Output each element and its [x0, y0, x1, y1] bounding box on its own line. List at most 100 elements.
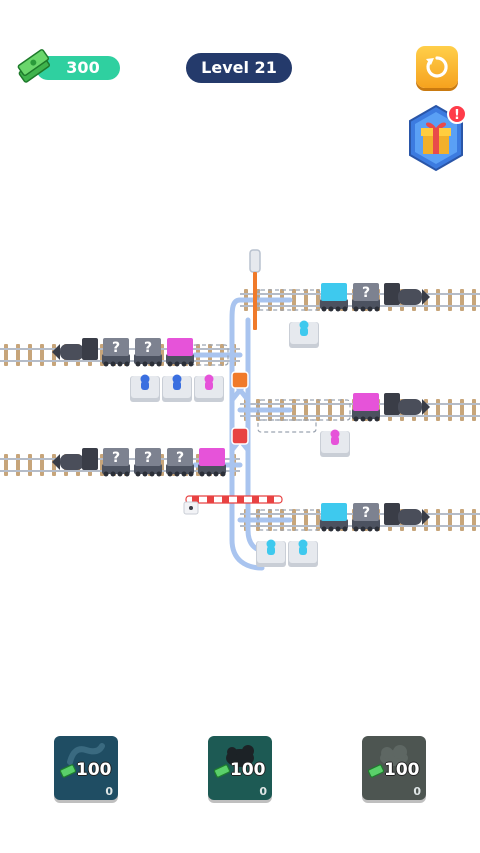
train-engine[interactable] — [384, 283, 430, 305]
signal-post — [249, 249, 261, 273]
cash-pill — [36, 56, 120, 80]
cash-counter: 300 — [12, 47, 120, 87]
train-engine[interactable] — [384, 503, 430, 525]
passenger-body[interactable] — [173, 381, 181, 390]
rail-tie — [40, 344, 44, 366]
passenger-body[interactable] — [205, 381, 213, 390]
rail-tie — [292, 399, 296, 421]
booster-cost-row: 100 — [214, 760, 270, 782]
car-wheel — [181, 471, 187, 477]
rail-tie — [16, 454, 20, 476]
mid-right-train[interactable] — [352, 393, 430, 422]
train-car-mystery[interactable]: ? — [134, 448, 162, 477]
train-car-mystery[interactable]: ? — [102, 448, 130, 477]
track-slot — [257, 399, 351, 421]
signal-barrier[interactable] — [253, 272, 257, 330]
passenger-blue[interactable] — [140, 374, 150, 384]
car-base — [352, 299, 380, 309]
passenger-cyan[interactable] — [298, 539, 308, 549]
platform-mid[interactable] — [320, 429, 350, 458]
platform-left[interactable] — [130, 374, 224, 403]
booster-bomb[interactable]: 100 0 — [208, 736, 272, 800]
gift-alert-badge: ! — [447, 104, 467, 124]
car-wheel — [328, 306, 334, 312]
engine-nose — [422, 289, 430, 305]
rail-tie — [304, 289, 308, 311]
passenger-body[interactable] — [299, 546, 307, 555]
car-body — [353, 393, 379, 411]
car-wheel — [156, 361, 162, 367]
train-car-magenta[interactable] — [166, 338, 194, 367]
train-car-magenta[interactable] — [198, 448, 226, 477]
rail-tie — [448, 289, 452, 311]
low-left-train[interactable]: ??? — [52, 448, 226, 477]
restart-button[interactable] — [416, 46, 458, 88]
engine-nose — [422, 509, 430, 525]
car-wheel — [342, 526, 348, 532]
car-wheel — [321, 526, 327, 532]
mystery-label: ? — [144, 450, 152, 466]
train-car-mystery[interactable]: ? — [352, 283, 380, 312]
car-wheel — [124, 361, 130, 367]
car-base — [166, 464, 194, 474]
car-body — [199, 448, 225, 466]
passenger-body[interactable] — [331, 436, 339, 445]
rail-tie — [448, 399, 452, 421]
mid-left-train[interactable]: ?? — [52, 338, 194, 367]
train-car-magenta[interactable] — [352, 393, 380, 422]
booster-count: 0 — [259, 785, 267, 798]
rail-tie — [328, 399, 332, 421]
bottom-right-train[interactable]: ? — [320, 503, 430, 532]
passenger-body[interactable] — [300, 327, 308, 336]
car-base — [166, 354, 194, 364]
bomb-icon — [226, 745, 254, 767]
passenger-body[interactable] — [141, 381, 149, 390]
car-body — [353, 283, 379, 301]
car-wheel — [353, 306, 359, 312]
train-car-cyan[interactable] — [320, 503, 348, 532]
passenger-blue[interactable] — [172, 374, 182, 384]
car-wheel — [156, 471, 162, 477]
top-right-train[interactable]: ? — [320, 283, 430, 312]
passenger-magenta[interactable] — [204, 374, 214, 384]
passenger-magenta[interactable] — [330, 429, 340, 439]
cash-amount: 300 — [66, 58, 100, 77]
passenger-cyan[interactable] — [266, 539, 276, 549]
switch-block-orange[interactable] — [231, 371, 249, 389]
train-car-mystery[interactable]: ? — [134, 338, 162, 367]
passenger-cyan[interactable] — [299, 320, 309, 330]
train-car-cyan[interactable] — [320, 283, 348, 312]
train-engine[interactable] — [52, 448, 98, 470]
mystery-label: ? — [362, 285, 370, 301]
platform-top[interactable] — [289, 320, 319, 349]
crossing-barrier[interactable] — [183, 495, 283, 515]
cash-icon — [368, 764, 384, 778]
booster-cost-row: 100 — [368, 760, 424, 782]
car-wheel — [335, 306, 341, 312]
track-slot — [257, 289, 321, 311]
gift-button[interactable]: ! — [405, 104, 467, 172]
booster-cloud[interactable]: 100 0 — [362, 736, 426, 800]
platform-bottom[interactable] — [256, 539, 318, 568]
switch-block-red[interactable] — [231, 427, 249, 445]
car-body — [321, 283, 347, 301]
car-base — [198, 464, 226, 474]
train-car-mystery[interactable]: ? — [102, 338, 130, 367]
engine-nose — [422, 399, 430, 415]
booster-count: 0 — [105, 785, 113, 798]
mystery-label: ? — [176, 450, 184, 466]
train-engine[interactable] — [384, 393, 430, 415]
car-base — [320, 299, 348, 309]
passenger-body[interactable] — [267, 546, 275, 555]
car-wheel — [360, 416, 366, 422]
car-wheel — [103, 361, 109, 367]
train-engine[interactable] — [52, 338, 98, 360]
car-body — [103, 338, 129, 356]
train-car-mystery[interactable]: ? — [166, 448, 194, 477]
booster-reroute[interactable]: 100 0 — [54, 736, 118, 800]
car-wheel — [374, 526, 380, 532]
engine-nose — [52, 344, 60, 360]
rail-tie — [340, 399, 344, 421]
train-car-mystery[interactable]: ? — [352, 503, 380, 532]
